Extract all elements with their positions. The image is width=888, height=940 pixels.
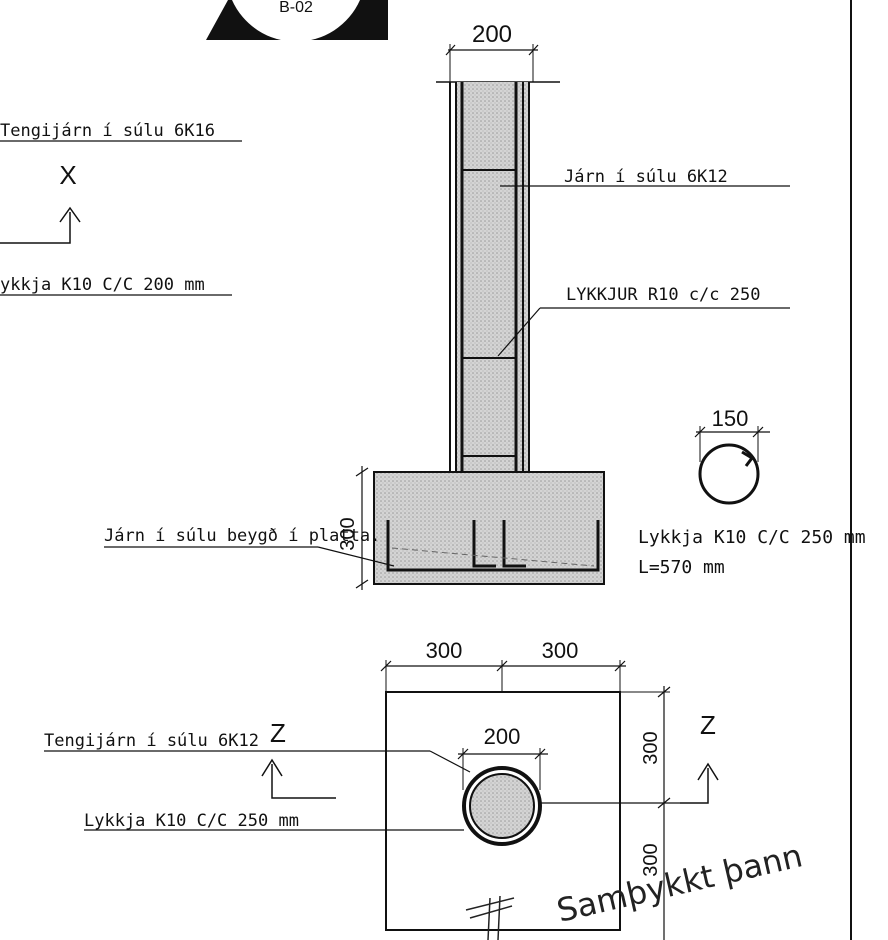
hoop-diameter-value: 150: [712, 406, 749, 431]
section-z-right: Z: [700, 710, 716, 740]
footing-height-value: 300: [337, 517, 359, 550]
pen-mark-icon: [465, 895, 515, 940]
plan-dim-top: 300: [640, 731, 662, 764]
label-stirrups-200: ykkja K10 C/C 200 mm: [0, 275, 205, 295]
section-marker-b02: B-02: [206, 0, 388, 42]
column-plan-circle: [462, 766, 542, 846]
plan-column-dim: 200: [484, 724, 521, 749]
label-bent-bars: Járn í súlu beygð í platta.: [104, 526, 380, 546]
plan-label-stirrups: Lykkja K10 C/C 250 mm: [84, 811, 299, 831]
footing-elevation: 300: [337, 466, 605, 590]
section-z-left-arrow-icon: [261, 758, 336, 799]
column-width-dimension: 200: [445, 21, 539, 82]
section-z-right-arrow-icon: [680, 762, 719, 804]
plan-label-tie-bars: Tengijárn í súlu 6K12: [44, 731, 259, 751]
plan-dim-left: 300: [426, 638, 463, 663]
label-tie-bars-6k16: Tengijárn í súlu 6K16: [0, 121, 215, 141]
hoop-label-line1: Lykkja K10 C/C 250 mm: [638, 527, 866, 548]
section-z-left: Z: [270, 718, 286, 748]
column-width-value: 200: [472, 21, 512, 48]
plan-dim-bottom: 300: [640, 843, 662, 876]
hoop-circle: [698, 443, 760, 505]
footing-plan: 300 300 300 300 200 Z Z: [44, 638, 719, 940]
section-x-arrow-icon: [0, 206, 81, 244]
hoop-label-line2: L=570 mm: [638, 557, 725, 578]
hoop-detail: 150 Lykkja K10 C/C 250 mm L=570 mm: [638, 406, 866, 578]
label-main-bars-6k12: Járn í súlu 6K12: [564, 167, 728, 187]
plan-dim-right: 300: [542, 638, 579, 663]
label-links-r10: LYKKJUR R10 c/c 250: [566, 285, 760, 305]
sheet-tag: B-02: [279, 0, 313, 16]
column-elevation-labels: Tengijárn í súlu 6K16 X ykkja K10 C/C 20…: [0, 121, 790, 567]
section-x-label: X: [59, 160, 76, 190]
column-elevation: 200: [436, 21, 560, 570]
